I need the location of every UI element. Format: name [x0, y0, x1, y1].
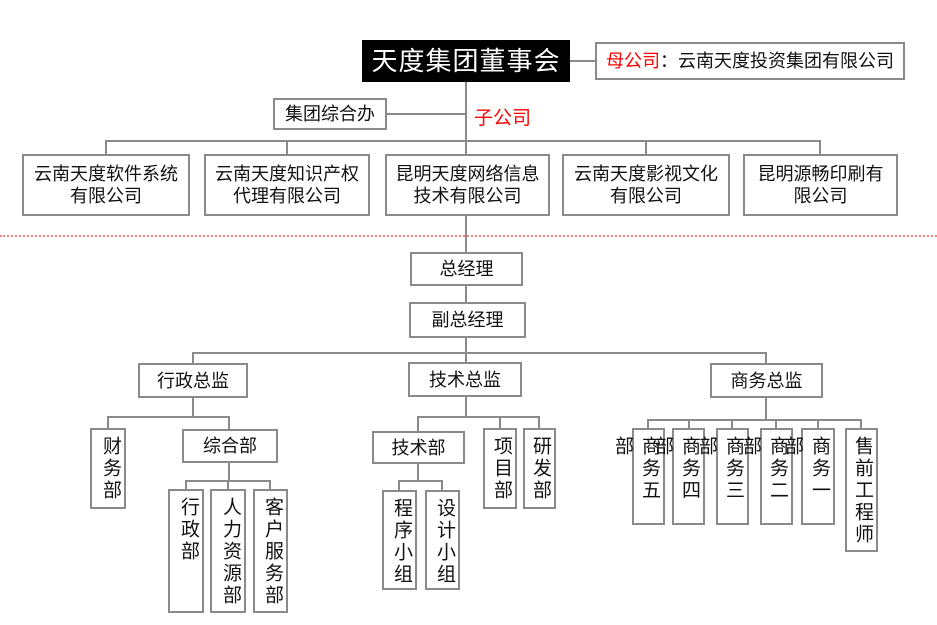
connector-gm-dgm — [465, 286, 467, 302]
org-node-hr-dept: 人力资源部 — [210, 489, 246, 613]
connector-tech-down — [465, 397, 467, 417]
connector-dgm-bus — [465, 338, 467, 353]
org-node-customer-service-dept: 客户服务部 — [253, 489, 288, 613]
org-node-deputy-general-manager: 副总经理 — [409, 302, 526, 338]
connector-groups-bus — [398, 480, 443, 482]
org-node-parent-company: 母公司：云南天度投资集团有限公司 — [595, 42, 905, 80]
org-node-director-tech: 技术总监 — [408, 362, 522, 397]
connector-general-down — [228, 463, 230, 481]
connector-biz-down — [765, 398, 767, 420]
subsidiary-label: 子公司 — [474, 108, 532, 129]
org-node-company-1: 云南天度软件系统有限公司 — [22, 154, 190, 216]
connector-stub-presales — [860, 419, 862, 428]
connector-biz-bus — [647, 419, 861, 421]
connector-stub-biz3 — [731, 419, 733, 428]
org-node-group-office: 集团综合办 — [273, 98, 387, 130]
connector-office-main — [387, 113, 465, 115]
connector-stub-biz2 — [775, 419, 777, 428]
connector-stub-finance — [107, 416, 109, 428]
connector-stub-general — [228, 416, 230, 429]
org-node-company-3: 昆明天度网络信息技术有限公司 — [385, 154, 550, 216]
connector-stub-project — [499, 416, 501, 428]
org-node-company-5: 昆明源畅印刷有限公司 — [743, 154, 898, 216]
connector-stub-dir-biz — [765, 352, 767, 363]
connector-admin-bus — [107, 416, 230, 418]
connector-stub-company-1 — [105, 140, 107, 154]
parent-company-name: ：云南天度投资集团有限公司 — [660, 51, 894, 71]
connector-directors-bus — [192, 352, 766, 354]
connector-stub-company-5 — [819, 140, 821, 154]
org-node-company-2: 云南天度知识产权代理有限公司 — [204, 154, 370, 216]
connector-techdept-down — [417, 464, 419, 481]
org-node-rnd-dept: 研发部 — [523, 428, 556, 509]
org-node-biz-dept-5: 商务五部 — [612, 428, 665, 525]
org-node-biz-dept-2: 商务二部 — [740, 428, 793, 525]
connector-stub-program — [398, 480, 400, 490]
org-node-design-group: 设计小组 — [425, 490, 460, 590]
org-node-admin-dept: 行政部 — [168, 489, 204, 613]
connector-stub-dir-tech — [465, 352, 467, 362]
org-node-biz-dept-3: 商务三部 — [696, 428, 749, 525]
connector-board-parent — [570, 60, 595, 62]
connector-stub-biz4 — [688, 419, 690, 428]
org-node-company-4: 云南天度影视文化有限公司 — [562, 154, 730, 216]
connector-companies-bus — [105, 140, 821, 142]
connector-tech-bus — [417, 416, 540, 418]
org-node-director-admin: 行政总监 — [138, 363, 248, 398]
red-dotted-divider — [0, 235, 937, 237]
org-node-project-dept: 项目部 — [483, 428, 517, 509]
connector-stub-biz1 — [817, 419, 819, 428]
connector-stub-adm-dept — [185, 480, 187, 489]
org-node-tech-dept: 技术部 — [372, 431, 465, 464]
connector-stub-company-2 — [286, 140, 288, 154]
org-node-program-group: 程序小组 — [382, 490, 417, 590]
org-node-general-affairs-dept: 综合部 — [182, 429, 278, 463]
parent-company-label: 母公司 — [606, 51, 660, 71]
connector-main-top — [465, 82, 467, 154]
org-node-board: 天度集团董事会 — [362, 40, 570, 82]
connector-admin-down — [192, 398, 194, 417]
connector-stub-company-4 — [645, 140, 647, 154]
org-node-finance-dept: 财务部 — [90, 428, 126, 509]
connector-stub-design — [441, 480, 443, 490]
org-node-presales-engineer: 售前工程师 — [845, 428, 878, 552]
org-node-biz-dept-4: 商务四部 — [652, 428, 705, 525]
connector-stub-biz5 — [647, 419, 649, 428]
connector-stub-tech-dept — [417, 416, 419, 431]
org-node-general-manager: 总经理 — [410, 252, 523, 286]
connector-stub-rnd — [538, 416, 540, 428]
connector-stub-cs-dept — [269, 480, 271, 489]
connector-stub-dir-admin — [192, 352, 194, 363]
connector-company3-gm — [465, 216, 467, 252]
org-node-director-business: 商务总监 — [710, 363, 823, 398]
org-node-biz-dept-1: 商务一部 — [782, 428, 835, 525]
connector-stub-hr-dept — [227, 480, 229, 489]
